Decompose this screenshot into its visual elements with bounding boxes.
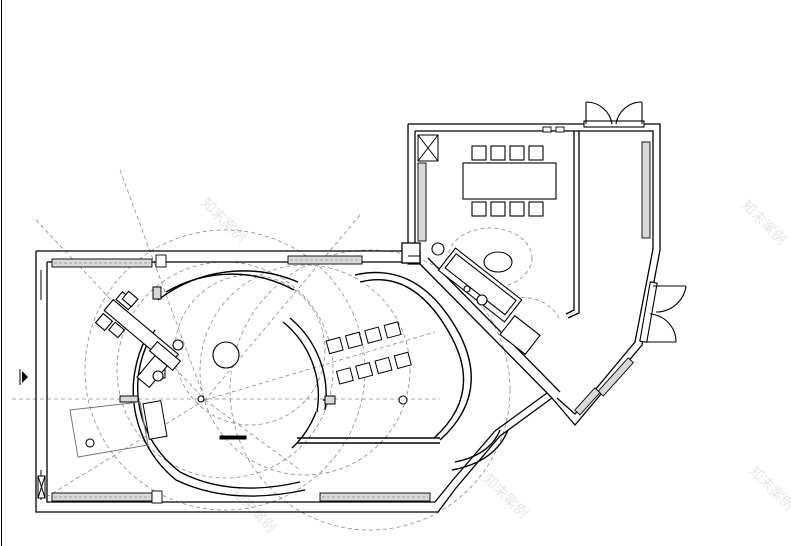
cross-box-icon <box>417 134 439 162</box>
wall-cabinets <box>51 254 431 504</box>
round-tables <box>85 339 408 448</box>
left-wall-detail <box>37 270 46 500</box>
corner-cabinet <box>597 357 634 397</box>
reception-desk <box>94 290 182 389</box>
seating-rows <box>325 321 412 385</box>
column <box>401 242 421 264</box>
construction-lines <box>12 169 561 531</box>
display-panel <box>69 401 149 458</box>
display-panel-bench <box>142 400 168 440</box>
curved-walls <box>132 270 509 497</box>
conference-table <box>462 145 557 217</box>
double-door-swing-icon-side <box>639 281 687 343</box>
meeting-cabinets <box>417 126 651 242</box>
triangle-arrow-icon <box>22 371 28 383</box>
lounge-set <box>431 242 541 356</box>
cabinet-hatch <box>54 259 428 498</box>
corner-cabinet-2 <box>574 387 601 416</box>
double-door-swing-icon <box>583 101 645 128</box>
